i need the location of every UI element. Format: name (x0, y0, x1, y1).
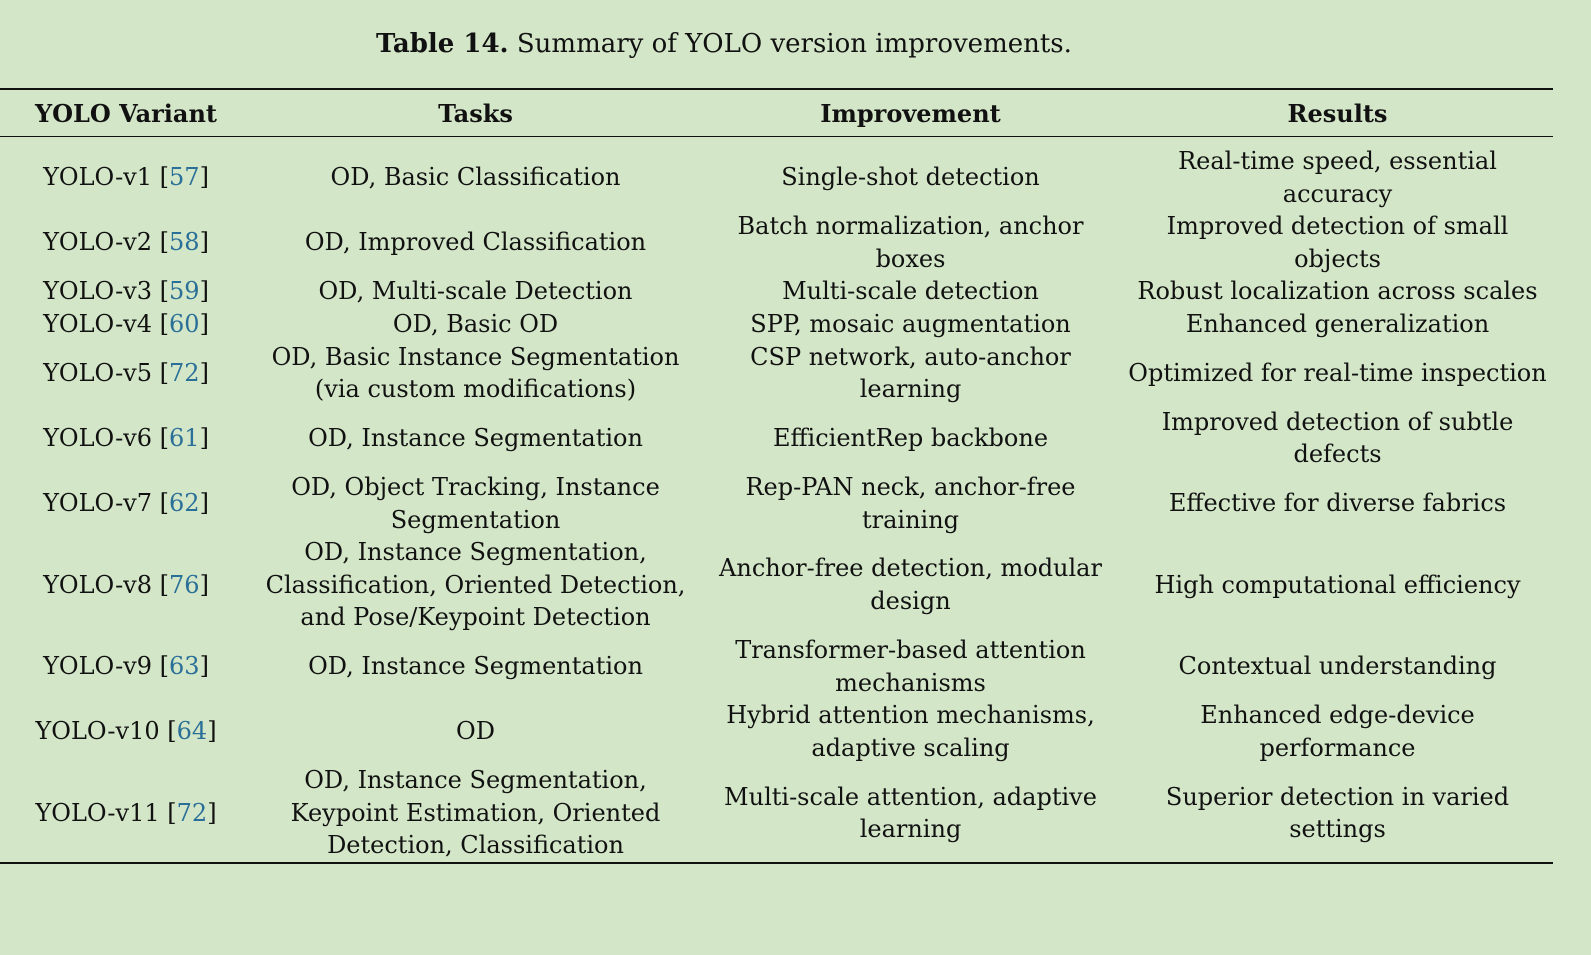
variant-name: YOLO-v4 (43, 309, 153, 338)
table-row: YOLO-v3 [59] OD, Multi-scale Detection Mul… (0, 275, 1553, 308)
table-row: YOLO-v1 [57] OD, Basic Classification Sing… (0, 137, 1553, 210)
cell-tasks: OD, Multi-scale Detection (318, 277, 633, 306)
cell-improvement: Hybrid attention mechanisms, adaptive sc… (726, 701, 1095, 762)
reference-link[interactable]: 62 (169, 489, 200, 518)
cell-variant: YOLO-v8 [76] (43, 570, 209, 599)
cell-tasks: OD, Instance Segmentation (308, 652, 643, 681)
cell-variant: YOLO-v5 [72] (43, 358, 209, 387)
table-row: YOLO-v10 [64] OD Hybrid attention mechanis… (0, 699, 1553, 764)
cell-variant: YOLO-v10 [64] (35, 717, 217, 746)
table-top-rule (0, 88, 1553, 90)
cell-results: Enhanced generalization (1185, 309, 1490, 338)
variant-name: YOLO-v6 (43, 424, 153, 453)
variant-name: YOLO-v8 (43, 570, 153, 599)
table-row: YOLO-v7 [62] OD, Object Tracking, Instanc… (0, 471, 1553, 536)
table-caption: Table 14. Summary of YOLO version improv… (376, 26, 1072, 62)
cell-tasks: OD, Instance Segmentation, Keypoint Esti… (290, 766, 661, 860)
cell-improvement: SPP, mosaic augmentation (750, 309, 1071, 338)
cell-results: Contextual understanding (1178, 652, 1497, 681)
cell-results: Improved detection of small objects (1166, 212, 1509, 273)
cell-tasks: OD, Basic Instance Segmentation (via cus… (271, 342, 680, 404)
cell-improvement: Multi-scale detection (782, 277, 1039, 306)
cell-results: Optimized for real-time inspection (1128, 358, 1547, 387)
table-header-row: YOLO Variant Tasks Improvement Results (0, 90, 1553, 136)
header-yolo-variant: YOLO Variant (35, 98, 217, 128)
table-row: YOLO-v8 [76] OD, Instance Segmentation, C… (0, 536, 1553, 634)
cell-improvement: Batch normalization, anchor boxes (737, 212, 1084, 273)
cell-results: Superior detection in varied settings (1165, 782, 1510, 844)
cell-tasks: OD, Instance Segmentation, Classificatio… (265, 538, 686, 632)
cell-results: Effective for diverse fabrics (1168, 489, 1507, 518)
table-row: YOLO-v2 [58] OD, Improved Classification B… (0, 210, 1553, 275)
reference-link[interactable]: 64 (176, 717, 208, 746)
cell-variant: YOLO-v3 [59] (43, 277, 209, 306)
cell-results: Robust localization across scales (1137, 277, 1538, 306)
variant-name: YOLO-v10 (35, 717, 160, 746)
variant-name: YOLO-v7 (43, 489, 153, 518)
reference-link[interactable]: 61 (169, 424, 200, 453)
cell-variant: YOLO-v6 [61] (43, 424, 209, 453)
cell-variant: YOLO-v2 [58] (43, 228, 209, 257)
reference-link[interactable]: 63 (169, 652, 200, 681)
cell-tasks: OD, Basic OD (392, 309, 559, 338)
table-row: YOLO-v9 [63] OD, Instance Segmentation Tra… (0, 634, 1553, 699)
table-row: YOLO-v5 [72] OD, Basic Instance Segmentat… (0, 341, 1553, 406)
header-tasks: Tasks (438, 98, 513, 128)
cell-variant: YOLO-v11 [72] (35, 798, 217, 827)
variant-name: YOLO-v5 (43, 358, 153, 387)
caption-label: Table 14. (376, 29, 509, 59)
reference-link[interactable]: 72 (176, 798, 208, 827)
cell-tasks: OD, Improved Classification (304, 228, 647, 257)
variant-name: YOLO-v3 (43, 277, 153, 306)
table-body: YOLO-v1 [57] OD, Basic Classification Sing… (0, 137, 1553, 862)
reference-link[interactable]: 60 (169, 309, 200, 338)
cell-results: Improved detection of subtle defects (1161, 407, 1514, 469)
reference-link[interactable]: 72 (169, 358, 200, 387)
cell-improvement: EfficientRep backbone (772, 424, 1049, 453)
reference-link[interactable]: 59 (169, 277, 200, 306)
cell-improvement: Anchor-free detection, modular design (719, 554, 1102, 616)
cell-improvement: Transformer-based attention mechanisms (735, 635, 1086, 697)
cell-tasks: OD (456, 717, 495, 746)
table-bottom-rule (0, 862, 1553, 865)
table-row: YOLO-v11 [72] OD, Instance Segmentation, … (0, 764, 1553, 862)
variant-name: YOLO-v9 (43, 652, 153, 681)
cell-tasks: OD, Object Tracking, Instance Segmentati… (291, 472, 660, 534)
cell-tasks: OD, Instance Segmentation (308, 424, 643, 453)
variant-name: YOLO-v11 (35, 798, 160, 827)
header-results: Results (1287, 98, 1388, 128)
variant-name: YOLO-v1 (43, 163, 153, 192)
cell-tasks: OD, Basic Classification (330, 163, 621, 192)
cell-variant: YOLO-v9 [63] (43, 652, 209, 681)
table-header-rule (0, 136, 1553, 137)
cell-improvement: CSP network, auto-anchor learning (750, 342, 1071, 404)
cell-variant: YOLO-v1 [57] (43, 163, 209, 192)
reference-link[interactable]: 76 (169, 570, 200, 599)
cell-improvement: Rep-PAN neck, anchor-free training (745, 472, 1076, 534)
cell-results: Enhanced edge-device performance (1200, 701, 1475, 762)
cell-variant: YOLO-v7 [62] (43, 489, 209, 518)
reference-link[interactable]: 57 (169, 163, 200, 192)
reference-link[interactable]: 58 (169, 228, 200, 257)
table-row: YOLO-v6 [61] OD, Instance Segmentation Eff… (0, 406, 1553, 471)
cell-improvement: Single-shot detection (781, 163, 1040, 192)
cell-improvement: Multi-scale attention, adaptive learning (724, 782, 1097, 844)
cell-results: High computational efficiency (1154, 570, 1521, 599)
yolo-summary-table: YOLO Variant Tasks Improvement Results Y… (0, 88, 1553, 865)
table-row: YOLO-v4 [60] OD, Basic OD SPP, mosaic augm… (0, 308, 1553, 341)
header-improvement: Improvement (820, 98, 1001, 128)
variant-name: YOLO-v2 (43, 228, 153, 257)
caption-text: Summary of YOLO version improvements. (508, 29, 1072, 59)
cell-variant: YOLO-v4 [60] (43, 309, 209, 338)
cell-results: Real-time speed, essential accuracy (1178, 147, 1497, 208)
